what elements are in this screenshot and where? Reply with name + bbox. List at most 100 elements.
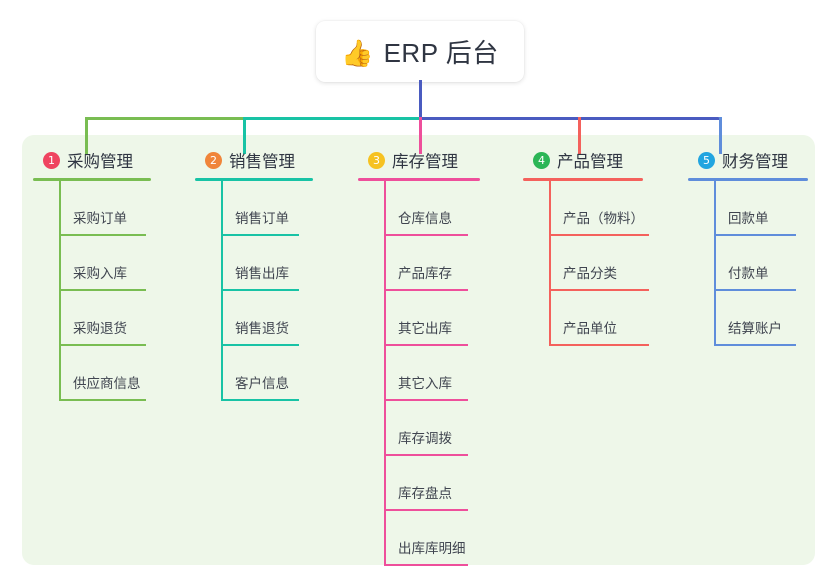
leaf-item[interactable]: 结算账户	[688, 291, 808, 346]
leaf-label: 出库库明细	[398, 541, 466, 556]
leaf-item[interactable]: 采购退货	[33, 291, 151, 346]
column-header-4[interactable]: 4 产品管理	[523, 148, 647, 172]
column-title: 销售管理	[229, 153, 295, 171]
drop-inventory	[419, 117, 422, 154]
root-title: ERP 后台	[383, 38, 499, 68]
leaf-label: 结算账户	[728, 321, 782, 336]
leaf-item[interactable]: 出库库明细	[358, 511, 480, 566]
leaf-label: 销售退货	[235, 321, 289, 336]
column-产品管理: 4 产品管理产品（物料） 产品分类产品单位	[523, 148, 649, 346]
leaf-item[interactable]: 客户信息	[195, 346, 315, 401]
leaf-spine	[221, 181, 223, 401]
leaf-list: 仓库信息产品库存其它出库其它入库库存调拨库存盘点出库库明细	[358, 181, 480, 566]
column-财务管理: 5 财务管理回款单付款单结算账户	[688, 148, 808, 346]
leaf-label: 产品库存	[398, 266, 452, 281]
column-badge-1: 1	[43, 151, 60, 169]
leaf-item[interactable]: 销售出库	[195, 236, 315, 291]
leaf-item[interactable]: 其它入库	[358, 346, 480, 401]
column-title: 产品管理	[557, 153, 623, 171]
leaf-label: 其它出库	[398, 321, 452, 336]
leaf-list: 产品（物料） 产品分类产品单位	[523, 181, 649, 346]
leaf-label: 付款单	[728, 266, 769, 281]
bus-segment-green	[85, 117, 243, 120]
leaf-rule	[384, 399, 468, 401]
column-rule	[358, 178, 480, 181]
bus-segment-teal	[243, 117, 421, 120]
column-title: 库存管理	[392, 153, 458, 171]
column-badge-4: 4	[533, 151, 550, 169]
leaf-label: 销售出库	[235, 266, 289, 281]
leaf-item[interactable]: 回款单	[688, 181, 808, 236]
leaf-rule	[221, 344, 299, 346]
leaf-rule	[384, 344, 468, 346]
leaf-label: 产品分类	[563, 266, 617, 281]
root-node[interactable]: 👍 ERP 后台	[316, 21, 524, 82]
leaf-item[interactable]: 采购订单	[33, 181, 151, 236]
leaf-item[interactable]: 销售订单	[195, 181, 315, 236]
leaf-item[interactable]: 付款单	[688, 236, 808, 291]
leaf-rule	[384, 234, 468, 236]
leaf-rule	[549, 234, 649, 236]
leaf-label: 采购订单	[73, 211, 127, 226]
column-header-5[interactable]: 5 财务管理	[688, 148, 808, 172]
leaf-label: 其它入库	[398, 376, 452, 391]
leaf-label: 销售订单	[235, 211, 289, 226]
leaf-rule	[384, 509, 468, 511]
drop-purchase	[85, 117, 88, 154]
leaf-label: 产品单位	[563, 321, 617, 336]
leaf-label: 库存调拨	[398, 431, 452, 446]
leaf-rule	[59, 234, 146, 236]
leaf-item[interactable]: 仓库信息	[358, 181, 480, 236]
column-rule	[688, 178, 808, 181]
leaf-rule	[714, 344, 796, 346]
leaf-spine	[549, 181, 551, 346]
column-库存管理: 3 库存管理仓库信息产品库存其它出库其它入库库存调拨库存盘点出库库明细	[358, 148, 480, 566]
leaf-rule	[221, 234, 299, 236]
column-header-2[interactable]: 2 销售管理	[195, 148, 315, 172]
column-header-3[interactable]: 3 库存管理	[358, 148, 480, 172]
leaf-rule	[384, 289, 468, 291]
column-title: 财务管理	[722, 153, 788, 171]
leaf-rule	[221, 289, 299, 291]
column-badge-5: 5	[698, 151, 715, 169]
leaf-label: 库存盘点	[398, 486, 452, 501]
leaf-item[interactable]: 库存盘点	[358, 456, 480, 511]
leaf-rule	[714, 289, 796, 291]
leaf-item[interactable]: 库存调拨	[358, 401, 480, 456]
leaf-item[interactable]: 产品单位	[523, 291, 649, 346]
leaf-item[interactable]: 产品分类	[523, 236, 649, 291]
drop-product	[578, 117, 581, 154]
column-rule	[195, 178, 313, 181]
drop-finance	[719, 117, 722, 154]
leaf-rule	[384, 454, 468, 456]
leaf-item[interactable]: 产品（物料）	[523, 181, 649, 236]
leaf-rule	[59, 344, 146, 346]
leaf-item[interactable]: 销售退货	[195, 291, 315, 346]
column-rule	[33, 178, 151, 181]
leaf-label: 回款单	[728, 211, 769, 226]
leaf-rule	[221, 399, 299, 401]
leaf-rule	[59, 289, 146, 291]
leaf-rule	[59, 399, 146, 401]
leaf-item[interactable]: 其它出库	[358, 291, 480, 346]
leaf-label: 仓库信息	[398, 211, 452, 226]
root-trunk-connector	[419, 80, 422, 120]
leaf-rule	[549, 289, 649, 291]
leaf-list: 回款单付款单结算账户	[688, 181, 808, 346]
column-badge-2: 2	[205, 151, 222, 169]
diagram-panel	[22, 135, 815, 565]
thumbs-up-icon: 👍	[341, 37, 374, 68]
leaf-rule	[384, 564, 468, 566]
column-销售管理: 2 销售管理销售订单销售出库销售退货客户信息	[195, 148, 315, 401]
leaf-item[interactable]: 产品库存	[358, 236, 480, 291]
leaf-label: 供应商信息	[73, 376, 141, 391]
leaf-item[interactable]: 供应商信息	[33, 346, 151, 401]
leaf-label: 产品（物料）	[563, 211, 644, 226]
leaf-label: 客户信息	[235, 376, 289, 391]
drop-sales	[243, 117, 246, 154]
column-badge-3: 3	[368, 151, 385, 169]
leaf-rule	[714, 234, 796, 236]
leaf-item[interactable]: 采购入库	[33, 236, 151, 291]
